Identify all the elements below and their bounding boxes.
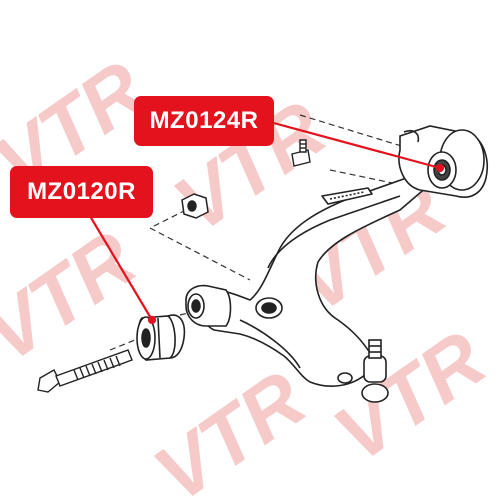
mounting-bolt	[37, 349, 133, 393]
ball-joint	[361, 339, 389, 403]
small-bolt	[291, 139, 311, 167]
front-bushing-mz0120r	[136, 314, 186, 361]
rear-bushing-mz0124r	[398, 125, 488, 198]
hex-nut	[181, 193, 209, 219]
arm-front-sleeve	[185, 284, 232, 327]
leader-lines	[89, 120, 445, 325]
control-arm	[199, 175, 429, 387]
part-label-mz0124r: MZ0124R	[134, 96, 274, 146]
watermark-text: VTR	[139, 354, 321, 500]
part-label-mz0120r: MZ0120R	[10, 166, 153, 218]
